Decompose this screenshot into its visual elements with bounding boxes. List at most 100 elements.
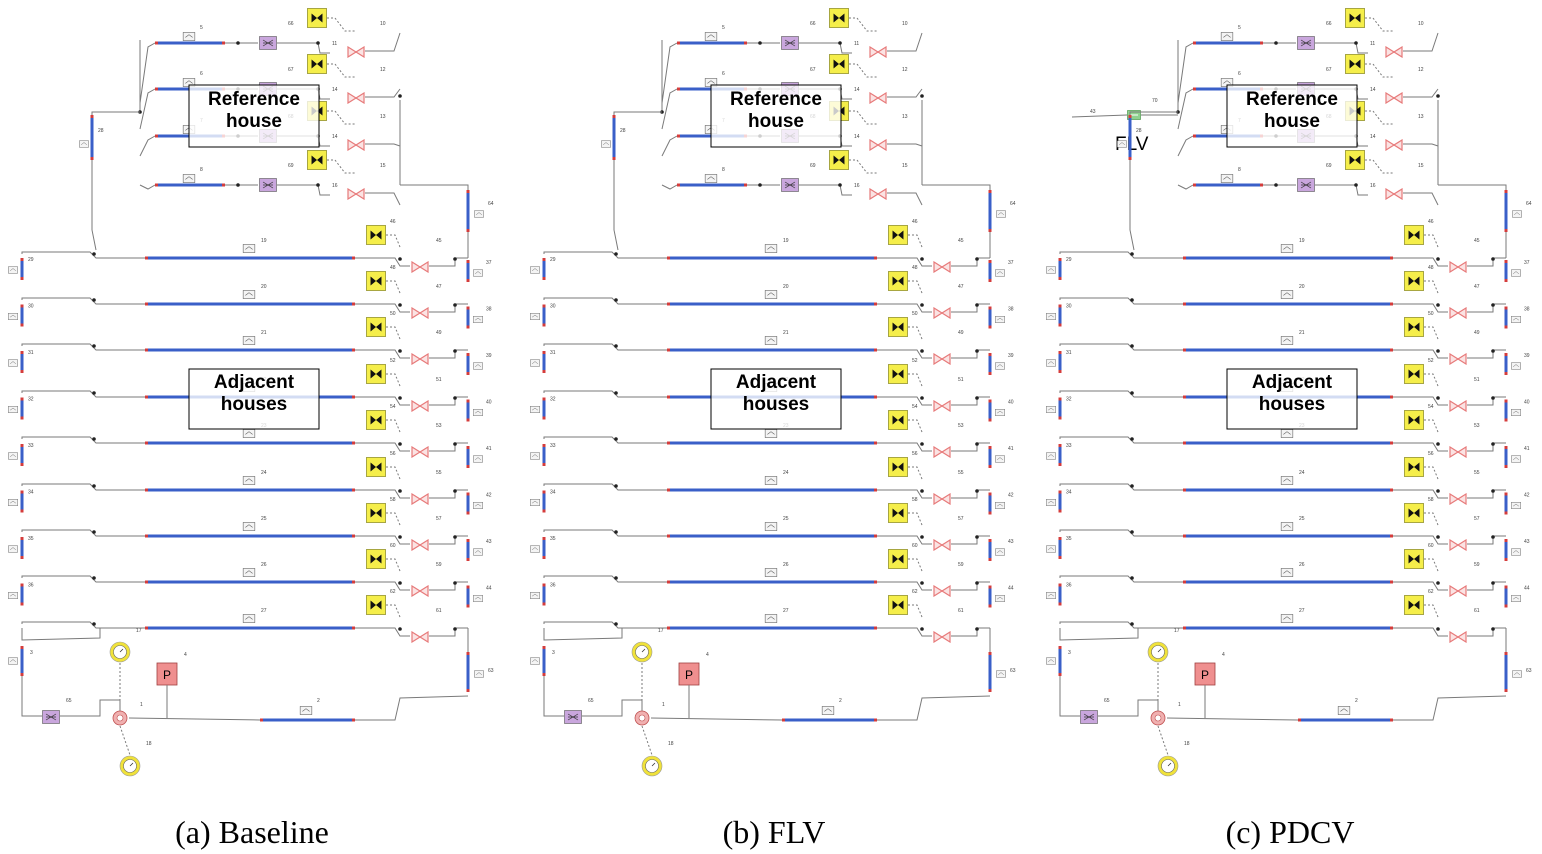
junction-node (1354, 183, 1358, 187)
temperature-sensor-icon (473, 501, 483, 510)
control-valve-icon (411, 446, 429, 458)
component-number: 28 (1136, 128, 1142, 134)
junction-node (316, 41, 320, 45)
junction-node (975, 489, 979, 493)
panel-caption: (a) Baseline (175, 814, 329, 850)
component-number: 39 (1524, 353, 1530, 359)
junction-node (236, 183, 240, 187)
junction-node (398, 489, 402, 493)
label-box-line: houses (1259, 394, 1326, 415)
control-signal (386, 234, 401, 248)
component-number: 14 (332, 87, 338, 93)
pipe-link (277, 42, 330, 54)
component-number: 43 (1524, 539, 1530, 545)
controller-icon (888, 364, 908, 384)
control-valve-icon (869, 92, 887, 104)
component-number: 42 (486, 493, 492, 499)
component-number: 57 (436, 516, 442, 522)
supply-branch (1059, 529, 1183, 537)
component-number: 20 (783, 284, 789, 290)
return-branch (1467, 303, 1506, 313)
component-number: 51 (1474, 377, 1480, 383)
supply-branch (1059, 390, 1183, 398)
pipe-link (877, 257, 932, 267)
component-number: 14 (1370, 87, 1376, 93)
supply-branch (21, 297, 145, 305)
component-number: 18 (1184, 741, 1190, 747)
plant-loop (543, 628, 623, 641)
component-number: 44 (1524, 586, 1530, 592)
junction-node (614, 344, 618, 348)
pipe-link (355, 396, 410, 406)
temperature-sensor-icon (1046, 266, 1056, 274)
pipe-link (1393, 303, 1448, 313)
junction-node (453, 303, 457, 307)
component-number: 10 (380, 21, 386, 27)
junction-node (975, 535, 979, 539)
temperature-sensor-icon (1511, 269, 1521, 277)
component-number: 21 (1299, 330, 1305, 336)
pipe-link (355, 489, 410, 499)
plant-loop (877, 695, 991, 721)
component-number: 10 (902, 21, 908, 27)
pipe-link (1393, 489, 1448, 499)
temperature-sensor-icon (530, 657, 540, 665)
component-number: 13 (902, 114, 908, 120)
component-number: 2 (1355, 698, 1358, 704)
reference-house-network: 5661110667141276814138691615Referencehou… (660, 8, 924, 206)
supply-branch (139, 135, 156, 157)
temperature-sensor-icon (704, 32, 718, 41)
temperature-sensor-icon (996, 210, 1006, 218)
temperature-sensor-icon (530, 591, 540, 600)
pressure-gauge-icon (1157, 755, 1179, 777)
heat-exchanger-icon (781, 178, 799, 192)
component-number: 48 (390, 265, 396, 271)
component-number: 12 (902, 67, 908, 73)
component-number: 64 (1010, 201, 1016, 207)
component-number: 67 (1326, 67, 1332, 73)
return-branch (365, 88, 401, 98)
component-number: 38 (1008, 307, 1014, 313)
controller-icon (366, 317, 386, 337)
component-number: 12 (1418, 67, 1424, 73)
temperature-sensor-icon (242, 244, 256, 253)
component-number: 47 (958, 284, 964, 290)
return-trunk (400, 184, 469, 190)
component-number: 63 (488, 668, 494, 674)
return-branch (887, 192, 923, 206)
supply-branch (21, 529, 145, 537)
label-box-frame (710, 84, 842, 148)
junction-node (1274, 183, 1278, 187)
control-signal (1424, 234, 1439, 248)
controller-icon (1404, 457, 1424, 477)
pressure-source-letter: P (1201, 668, 1209, 682)
supply-branch (1059, 621, 1183, 629)
temperature-sensor-icon (995, 501, 1005, 510)
component-number: 2 (839, 698, 842, 704)
control-valve-icon (411, 585, 429, 597)
supply-branch (543, 251, 667, 259)
supply-branch (1177, 42, 1194, 104)
temperature-sensor-icon (764, 614, 778, 623)
supply-branch (661, 42, 678, 104)
junction-node (92, 576, 96, 580)
component-number: 13 (380, 114, 386, 120)
temperature-sensor-icon (473, 269, 483, 277)
component-number: 59 (436, 562, 442, 568)
component-number: 42 (1524, 493, 1530, 499)
control-signal (1424, 373, 1439, 387)
component-number: 38 (486, 307, 492, 313)
temperature-sensor-icon (8, 312, 18, 321)
pressure-gauge-icon (631, 641, 653, 663)
pipe-link (877, 489, 932, 499)
pipe-link (1393, 535, 1448, 545)
label-box-line: house (1264, 111, 1320, 132)
temperature-sensor-icon (473, 408, 483, 417)
component-number: 33 (550, 443, 556, 449)
controller-icon (829, 54, 849, 74)
return-branch (1467, 627, 1506, 637)
